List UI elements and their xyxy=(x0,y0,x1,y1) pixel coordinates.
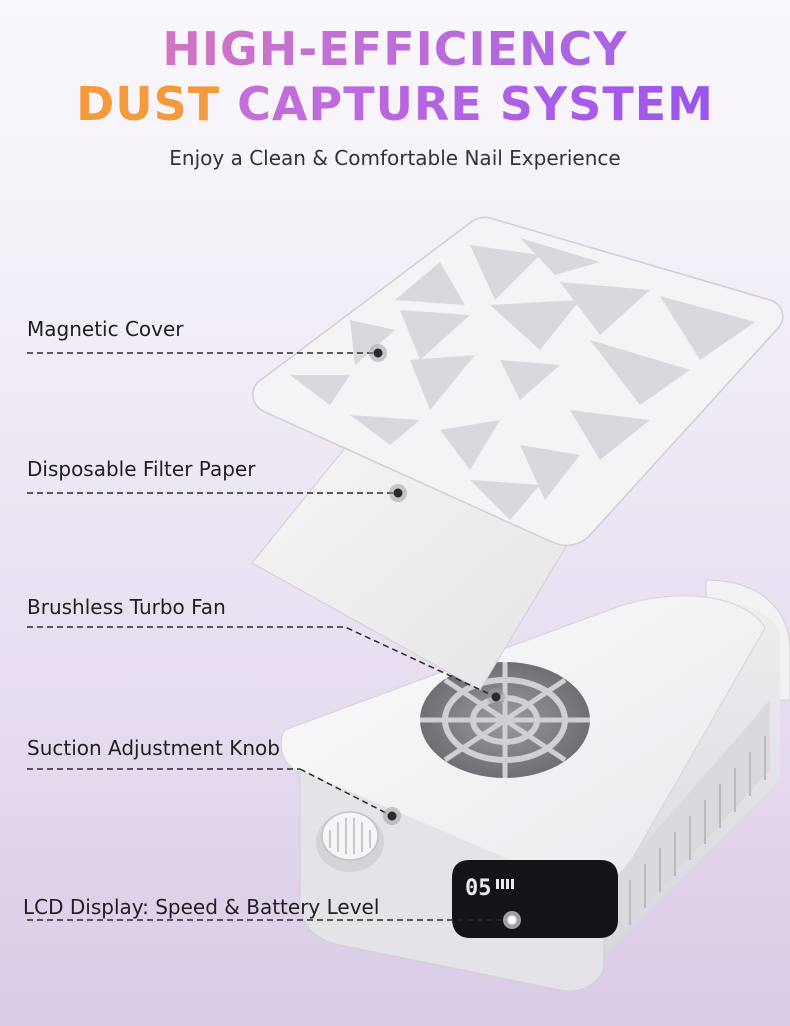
headline-word-dust: DUST xyxy=(76,77,221,131)
lcd-display xyxy=(452,860,618,938)
turbo-fan xyxy=(420,662,590,778)
battery-bars-icon xyxy=(496,879,514,889)
side-vents xyxy=(629,736,766,925)
callout-suction-knob: Suction Adjustment Knob xyxy=(27,736,280,760)
headline-line-2: DUST CAPTURE SYSTEM xyxy=(0,76,790,132)
magnetic-cover-illustration xyxy=(252,216,784,547)
suction-knob xyxy=(316,811,384,872)
callout-magnetic-cover: Magnetic Cover xyxy=(27,317,184,341)
headline: HIGH-EFFICIENCY DUST CAPTURE SYSTEM xyxy=(0,22,790,132)
headline-line-1: HIGH-EFFICIENCY xyxy=(0,22,790,76)
callout-leader-lines xyxy=(27,352,512,921)
callout-lcd-display: LCD Display: Speed & Battery Level xyxy=(23,895,380,919)
callout-filter-paper: Disposable Filter Paper xyxy=(27,457,256,481)
subtitle: Enjoy a Clean & Comfortable Nail Experie… xyxy=(169,146,621,170)
lcd-readout: 05 xyxy=(465,876,492,901)
headline-words-capture-system: CAPTURE SYSTEM xyxy=(237,77,714,131)
callout-turbo-fan: Brushless Turbo Fan xyxy=(27,595,226,619)
callout-dots xyxy=(369,344,521,929)
